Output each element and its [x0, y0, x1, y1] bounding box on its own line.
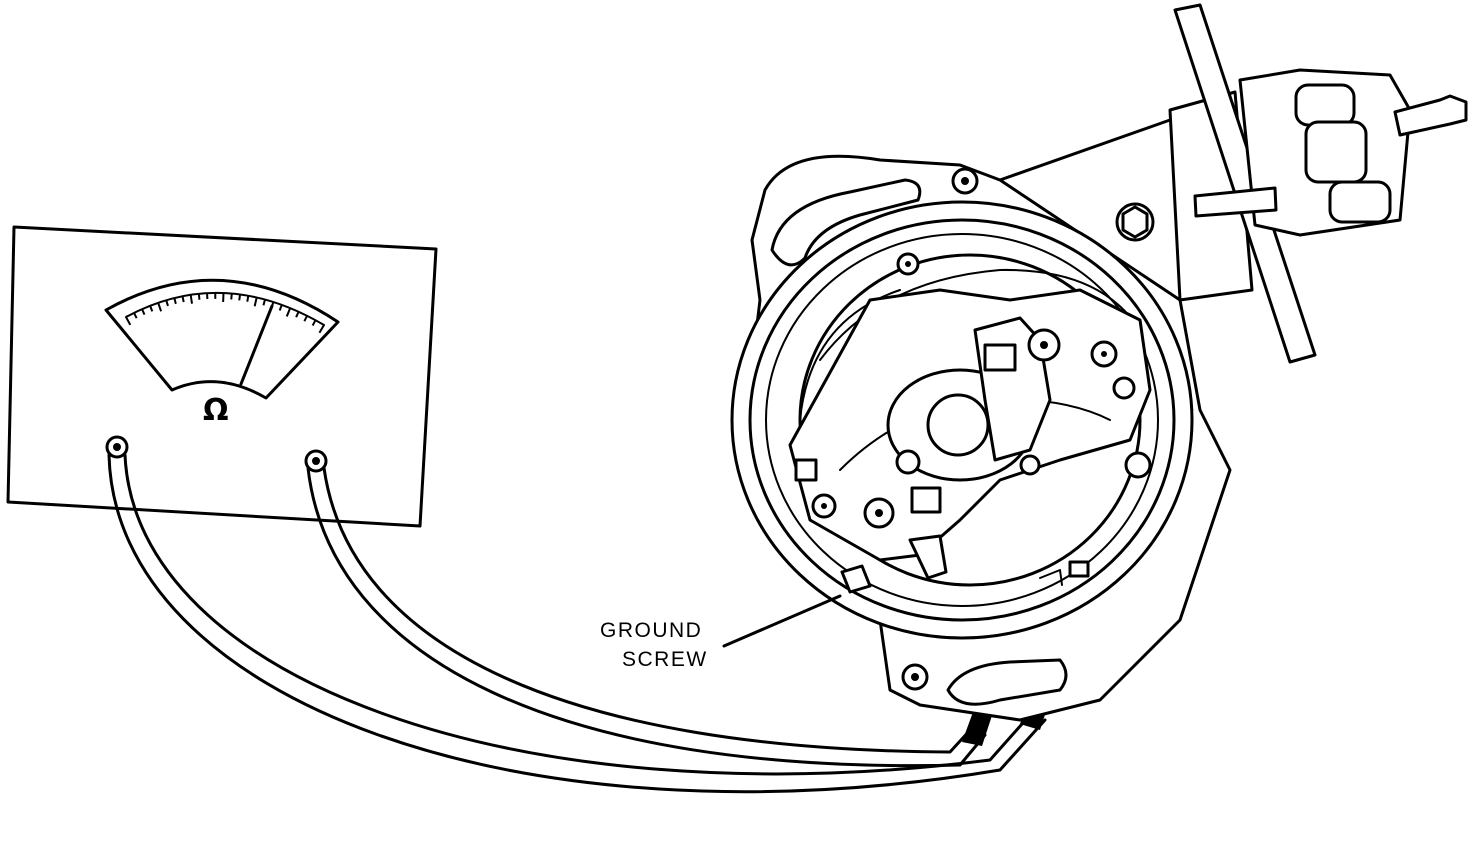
scale-tick [173, 297, 177, 305]
scale-tick [157, 302, 163, 312]
scale-tick [230, 293, 233, 300]
ground-screw-leader-line [722, 594, 842, 648]
scale-tick [149, 305, 154, 312]
plate-screw-1 [863, 497, 895, 529]
scale-tick [141, 308, 146, 316]
ohmmeter-terminal-right [304, 449, 328, 473]
wire-clip [910, 486, 942, 514]
scale-tick [285, 307, 292, 317]
scale-tick [181, 296, 185, 303]
plate-screw-4 [1090, 340, 1118, 368]
ohmmeter-needle [239, 304, 274, 386]
plate-screw-7 [895, 449, 921, 475]
ohmmeter-case [6, 225, 438, 528]
scale-tick [246, 295, 250, 302]
distributor-housing-inner-rim [748, 218, 1176, 622]
scale-tick [311, 319, 317, 326]
ohmmeter: Ω [6, 225, 438, 528]
ohmmeter-terminal-left [105, 435, 129, 459]
ohmmeter-scale-ticks [125, 292, 325, 334]
scale-tick [238, 294, 242, 301]
pickup-connector [983, 343, 1017, 372]
housing-lip [765, 233, 1159, 607]
wire-terminal [908, 534, 948, 580]
scale-tick [318, 324, 325, 334]
distributor-shaft [926, 393, 990, 457]
ground-screw-label-line1: GROUND [600, 619, 702, 642]
scale-tick [197, 293, 201, 300]
scale-tick [165, 299, 169, 307]
flange-bolt-top [951, 167, 979, 195]
flange-slot-top [770, 178, 922, 267]
ohmmeter-dial [104, 278, 340, 400]
scale-tick [303, 315, 308, 322]
ground-screw-label-line2: SCREW [622, 648, 708, 671]
scale-tick [253, 297, 258, 307]
plate-screw-6 [1112, 376, 1136, 400]
scale-tick [295, 311, 300, 318]
ground-screw-callout: GROUND SCREW [600, 594, 842, 671]
plate-screw-3 [1027, 328, 1061, 362]
terminal-bracket [1039, 569, 1063, 586]
flange-bolt-bottom [901, 663, 929, 691]
scale-tick [189, 294, 193, 304]
distributor [730, 3, 1468, 722]
ohm-unit-label: Ω [203, 393, 229, 428]
ground-screw [840, 564, 872, 594]
plate-screw-8 [1019, 454, 1041, 476]
plate-screw-2 [811, 493, 837, 519]
scale-tick [125, 316, 132, 326]
test-lead-right-outer-edge [306, 466, 987, 768]
test-lead-right-inner-edge [322, 466, 974, 754]
scale-tick [278, 304, 283, 311]
primary-terminal [1068, 560, 1090, 578]
test-lead-left-outer-edge [107, 453, 1047, 794]
test-lead-left-inner-edge [123, 453, 1032, 776]
plate-screw-9 [896, 252, 920, 276]
plate-screw-5 [1124, 451, 1152, 479]
plate-tab-square [794, 458, 818, 482]
scale-tick [262, 299, 266, 306]
flange-slot-bottom [946, 658, 1068, 706]
scale-tick [133, 312, 138, 319]
